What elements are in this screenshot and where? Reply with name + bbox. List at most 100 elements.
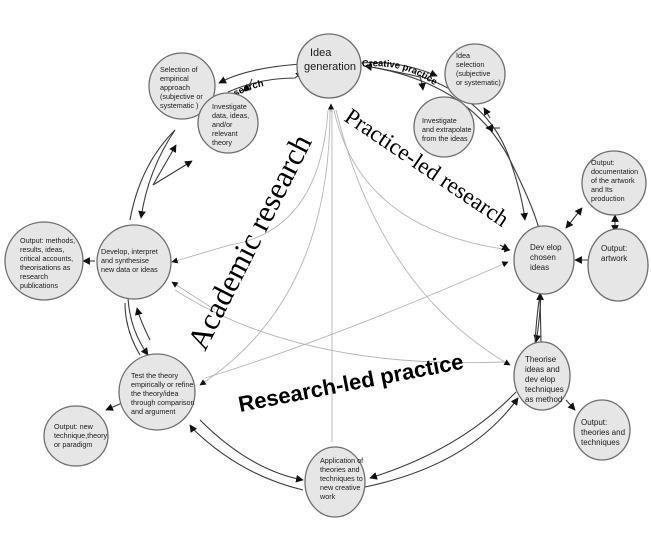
flow-into-develop-chosen-left bbox=[499, 243, 510, 251]
node-line: ideas bbox=[530, 263, 549, 272]
flow-left-to-idea bbox=[227, 71, 304, 93]
node-line: Idea bbox=[456, 51, 470, 60]
node-line: Test the theory bbox=[131, 371, 179, 380]
node-line: data, ideas, bbox=[212, 111, 249, 120]
node-line: and/or bbox=[212, 120, 233, 129]
node-line: Output: methods, bbox=[20, 236, 75, 245]
node-output-artwork: Output: artwork bbox=[587, 228, 649, 302]
cross-academic-to-develop-interpret bbox=[171, 281, 216, 311]
flow-research-branch bbox=[242, 78, 253, 92]
idea-generation-spokes bbox=[171, 103, 511, 442]
node-line: documentation bbox=[591, 167, 638, 176]
node-line: as method bbox=[525, 395, 562, 404]
node-line: Develop, interpret bbox=[101, 247, 158, 256]
node-line: theory bbox=[212, 138, 232, 147]
node-line: the theory/idea bbox=[131, 389, 179, 398]
node-line: empirically or refine bbox=[131, 380, 193, 389]
node-line: Selection of bbox=[160, 65, 198, 74]
theme-academic-research: Academic research bbox=[180, 128, 319, 355]
node-line: publications bbox=[20, 281, 58, 290]
flow-left-arc-inner bbox=[138, 129, 176, 219]
node-develop-interpret: Develop, interpret and synthesise new da… bbox=[96, 224, 172, 300]
node-line: Idea bbox=[310, 47, 332, 59]
flow-theorise-to-application bbox=[369, 391, 517, 480]
node-line: approach bbox=[160, 83, 190, 92]
node-line: Output: bbox=[601, 244, 627, 253]
node-line: empirical bbox=[160, 74, 189, 83]
flow-arc-right-outer bbox=[364, 65, 541, 234]
flow-application-to-theorise bbox=[364, 397, 519, 488]
cross-test-theory-to-develop-chosen bbox=[204, 261, 509, 379]
node-line: Application of bbox=[320, 456, 363, 465]
node-develop-chosen-ideas: Dev elop chosen ideas bbox=[513, 225, 575, 295]
node-line: and Its bbox=[591, 185, 613, 194]
flow-test-to-application bbox=[199, 419, 304, 483]
node-line: techniques to bbox=[320, 474, 363, 483]
node-test-theory: Test the theory empirically or refine th… bbox=[118, 353, 196, 431]
node-line: research bbox=[20, 272, 48, 281]
theme-research-led-practice: Research-led practice bbox=[236, 349, 465, 417]
node-line: of the artwork bbox=[591, 176, 635, 185]
node-line: new data or ideas bbox=[101, 265, 158, 274]
node-theorise-ideas: Theorise ideas and dev elop techniques a… bbox=[513, 341, 571, 411]
node-line: (subjective or bbox=[160, 92, 203, 101]
node-output-theories: Output: theories and techniques bbox=[573, 399, 631, 461]
node-line: Investigate bbox=[212, 102, 247, 111]
spoke-to-theorise bbox=[335, 109, 511, 366]
flow-develop-chosen-output-documentation bbox=[565, 207, 583, 229]
node-line: Theorise bbox=[525, 355, 557, 364]
node-line: Investigate bbox=[422, 116, 457, 125]
node-line: work bbox=[319, 492, 336, 501]
node-line: ideas and bbox=[525, 365, 560, 374]
node-line: theories and bbox=[320, 465, 360, 474]
flow-to-selection-from-left bbox=[152, 144, 177, 186]
node-output-methods: Output: methods, results, ideas, critica… bbox=[4, 221, 84, 301]
flow-theorise-up bbox=[536, 292, 544, 344]
flow-to-investigate-from-left bbox=[152, 160, 193, 186]
node-line: generation bbox=[304, 61, 356, 73]
flow-arrow-to-ideaselection bbox=[483, 107, 491, 119]
node-line: Output: bbox=[591, 158, 615, 167]
node-line: new creative bbox=[320, 483, 360, 492]
node-line: Output: bbox=[581, 418, 607, 427]
node-line: or systematic) bbox=[456, 78, 501, 87]
node-investigate-extrapolate: Investigate and extrapolate from the ide… bbox=[413, 96, 475, 158]
node-line: techniques bbox=[581, 438, 620, 447]
node-line: Dev elop bbox=[530, 243, 562, 252]
spoke-to-develop-chosen-a bbox=[333, 109, 511, 253]
node-investigate-data: Investigate data, ideas, and/or relevant… bbox=[197, 92, 259, 154]
node-line: through comparison bbox=[131, 398, 195, 407]
node-line: chosen bbox=[530, 253, 556, 262]
node-application: Application of theories and techniques t… bbox=[304, 446, 366, 518]
flow-theorise-to-output-theories bbox=[565, 399, 576, 411]
spoke-to-develop-interpret bbox=[171, 109, 329, 264]
node-line: artwork bbox=[601, 254, 628, 263]
node-line: and extrapolate bbox=[422, 125, 472, 134]
node-line: relevant bbox=[212, 129, 238, 138]
cross-develop-interpret-to-theorise bbox=[174, 289, 506, 364]
flow-test-to-output-new bbox=[105, 402, 123, 411]
node-line: Output: new bbox=[54, 422, 94, 431]
node-line: theorisations as bbox=[20, 263, 71, 272]
node-line: dev elop bbox=[525, 375, 556, 384]
node-line: techniques bbox=[525, 385, 564, 394]
flow-application-to-test bbox=[189, 424, 304, 491]
flow-creative-branch bbox=[418, 76, 426, 91]
node-line: and argument bbox=[131, 407, 175, 416]
node-line: results, ideas, bbox=[20, 245, 64, 254]
spoke-to-test-theory bbox=[199, 109, 331, 386]
node-selection-empirical: Selection of empirical approach (subject… bbox=[148, 52, 216, 120]
node-output-documentation: Output: documentation of the artwork and… bbox=[581, 150, 647, 216]
node-line: from the ideas bbox=[422, 134, 468, 143]
node-line: production bbox=[591, 194, 625, 203]
node-line: (subjective bbox=[456, 69, 490, 78]
flow-test-up-arrow bbox=[134, 307, 151, 341]
flow-test-to-develop bbox=[124, 302, 141, 356]
flow-idea-to-ideaselection bbox=[359, 62, 438, 77]
flow-left-arc-outer bbox=[129, 129, 176, 221]
node-output-new-technique: Output: new technique,theory or paradigm bbox=[43, 405, 109, 467]
node-line: and synthesise bbox=[101, 256, 149, 265]
node-line: or paradigm bbox=[54, 440, 92, 449]
node-line: theories and bbox=[581, 428, 625, 437]
